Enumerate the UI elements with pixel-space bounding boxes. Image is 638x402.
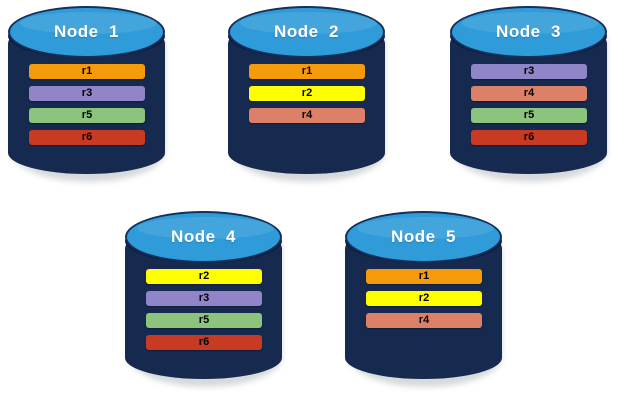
record-bar[interactable]: r2 xyxy=(249,86,365,101)
node-label: Node 3 xyxy=(496,22,561,41)
record-bar[interactable]: r1 xyxy=(29,64,145,79)
record-bar[interactable]: r6 xyxy=(146,335,262,350)
record-bar[interactable]: r4 xyxy=(249,108,365,123)
record-list: r1 r2 r4 xyxy=(249,64,365,130)
node-cylinder[interactable]: Node 5 r1 r2 r4 xyxy=(345,211,502,389)
cylinder-top-gloss xyxy=(462,12,599,34)
cylinder-top-disc xyxy=(125,211,282,263)
record-bar[interactable]: r6 xyxy=(29,130,145,145)
record-bar[interactable]: r3 xyxy=(471,64,587,79)
record-bar[interactable]: r3 xyxy=(29,86,145,101)
cylinder-top-disc xyxy=(345,211,502,263)
record-bar[interactable]: r3 xyxy=(146,291,262,306)
record-bar[interactable]: r2 xyxy=(146,269,262,284)
record-bar[interactable]: r5 xyxy=(471,108,587,123)
cylinder-top-disc xyxy=(8,6,165,58)
cylinder-top-gloss xyxy=(357,217,494,239)
record-list: r2 r3 r5 r6 xyxy=(146,269,262,357)
node-label: Node 1 xyxy=(54,22,119,41)
record-bar[interactable]: r5 xyxy=(29,108,145,123)
node-label: Node 5 xyxy=(391,227,456,246)
record-bar[interactable]: r6 xyxy=(471,130,587,145)
cylinder-top-disc xyxy=(450,6,607,58)
record-bar[interactable]: r4 xyxy=(366,313,482,328)
record-bar[interactable]: r1 xyxy=(366,269,482,284)
record-bar[interactable]: r5 xyxy=(146,313,262,328)
node-cylinder[interactable]: Node 4 r2 r3 r5 r6 xyxy=(125,211,282,389)
record-bar[interactable]: r4 xyxy=(471,86,587,101)
record-list: r3 r4 r5 r6 xyxy=(471,64,587,152)
record-bar[interactable]: r2 xyxy=(366,291,482,306)
record-list: r1 r3 r5 r6 xyxy=(29,64,145,152)
node-cylinder[interactable]: Node 2 r1 r2 r4 xyxy=(228,6,385,184)
cylinder-top-gloss xyxy=(20,12,157,34)
cylinder-top-gloss xyxy=(240,12,377,34)
node-label: Node 2 xyxy=(274,22,339,41)
cylinder-top-gloss xyxy=(137,217,274,239)
node-cylinder[interactable]: Node 1 r1 r3 r5 r6 xyxy=(8,6,165,184)
node-cylinder[interactable]: Node 3 r3 r4 r5 r6 xyxy=(450,6,607,184)
node-label: Node 4 xyxy=(171,227,236,246)
record-bar[interactable]: r1 xyxy=(249,64,365,79)
cylinder-top-disc xyxy=(228,6,385,58)
record-list: r1 r2 r4 xyxy=(366,269,482,335)
